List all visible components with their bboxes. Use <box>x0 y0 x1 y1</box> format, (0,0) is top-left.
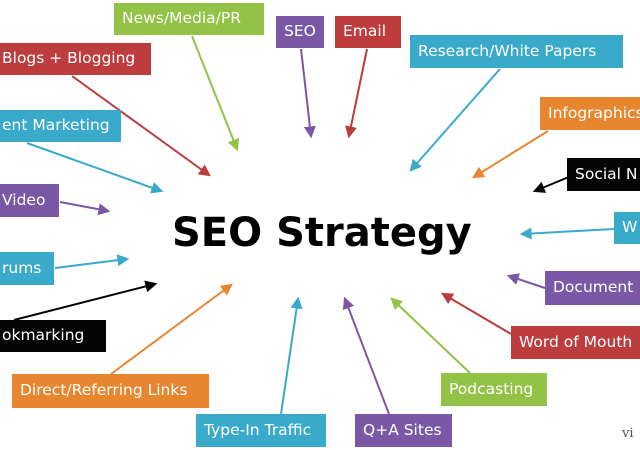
video-arrow <box>59 201 111 216</box>
news-media-pr-arrow <box>191 35 240 152</box>
documents-label: Document <box>553 278 634 297</box>
bookmarking-arrow <box>13 280 158 321</box>
news-media-pr-box: News/Media/PR <box>114 3 264 35</box>
direct-referring-links-label: Direct/Referring Links <box>20 381 188 400</box>
blogs-blogging-box: Blogs + Blogging <box>0 43 151 75</box>
forums-box: rums <box>0 252 54 285</box>
word-of-mouth-label: Word of Mouth <box>519 332 633 351</box>
social-networks-label: Social N <box>575 164 638 183</box>
bookmarking-box: okmarking <box>0 320 106 352</box>
seo-arrow <box>300 48 316 139</box>
podcasting-label: Podcasting <box>449 379 534 398</box>
video-label: Video <box>2 190 46 209</box>
blogs-blogging-label: Blogs + Blogging <box>2 49 136 68</box>
infographics-arrow <box>471 130 549 179</box>
bookmarking-label: okmarking <box>2 326 85 345</box>
documents-box: Document <box>545 271 640 305</box>
type-in-traffic-arrow <box>280 296 303 415</box>
forums-arrow <box>54 254 130 269</box>
watermark: vi <box>622 426 634 441</box>
email-label: Email <box>343 22 387 41</box>
content-marketing-label: ent Marketing <box>2 116 110 135</box>
content-marketing-box: ent Marketing <box>0 110 121 142</box>
research-white-papers-arrow <box>409 68 501 172</box>
qa-sites-box: Q+A Sites <box>355 414 452 447</box>
forums-label: rums <box>2 258 42 277</box>
video-box: Video <box>0 184 59 217</box>
qa-sites-label: Q+A Sites <box>363 420 442 439</box>
research-white-papers-box: Research/White Papers <box>410 35 623 68</box>
word-of-mouth-box: Word of Mouth <box>511 326 640 359</box>
type-in-traffic-box: Type-In Traffic <box>196 414 326 447</box>
email-arrow <box>345 48 368 139</box>
infographics-label: Infographics <box>548 103 640 122</box>
wikis-label: W <box>622 218 638 237</box>
documents-arrow <box>506 273 546 289</box>
podcasting-arrow <box>390 297 471 374</box>
center-title: SEO Strategy <box>172 210 472 256</box>
wikis-arrow <box>519 227 615 240</box>
news-media-pr-label: News/Media/PR <box>122 9 241 28</box>
seo-box: SEO <box>276 16 324 48</box>
email-box: Email <box>335 16 401 48</box>
content-marketing-arrow <box>26 142 164 194</box>
blogs-blogging-arrow <box>71 75 211 177</box>
type-in-traffic-label: Type-In Traffic <box>204 420 312 439</box>
research-white-papers-label: Research/White Papers <box>418 41 597 60</box>
social-networks-box: Social N <box>567 158 640 191</box>
wikis-box: W <box>614 212 640 244</box>
infographics-box: Infographics <box>540 97 640 130</box>
direct-referring-links-arrow <box>110 283 233 375</box>
word-of-mouth-arrow <box>440 292 512 335</box>
direct-referring-links-box: Direct/Referring Links <box>12 374 209 408</box>
seo-label: SEO <box>284 22 316 41</box>
qa-sites-arrow <box>342 296 390 415</box>
podcasting-box: Podcasting <box>441 373 547 406</box>
